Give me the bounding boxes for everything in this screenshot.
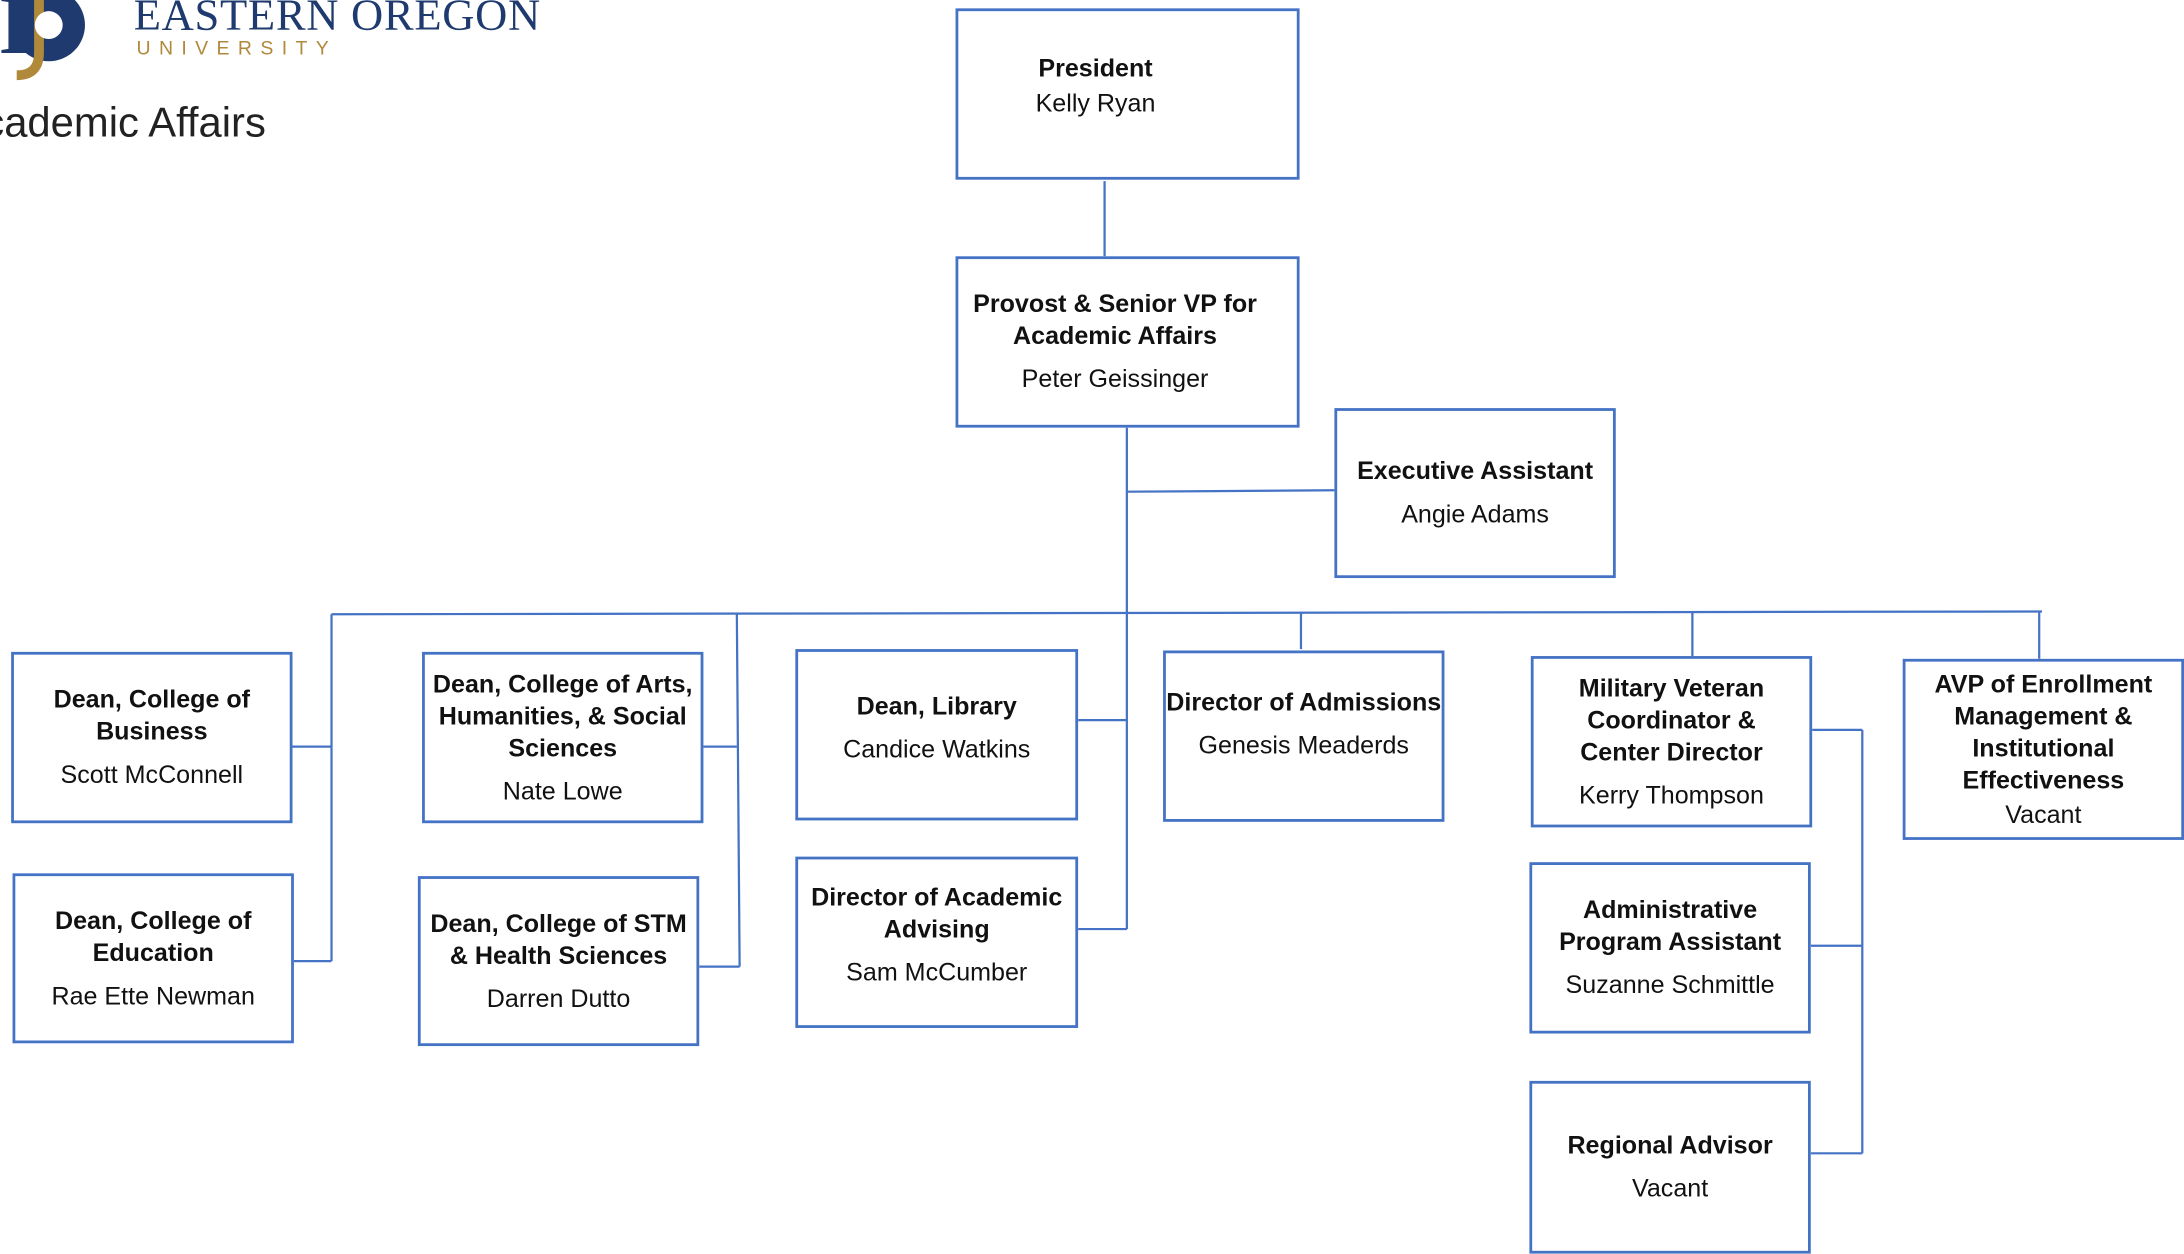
role-dean-library: Dean, Library bbox=[856, 691, 1017, 720]
name-dean-stm: Darren Dutto bbox=[486, 984, 631, 1012]
name-administrative-program-assistant: Suzanne Schmittle bbox=[1565, 970, 1775, 999]
role-dean-education: Dean, College of Education bbox=[54, 906, 252, 966]
box-military-veteran-coordinator: Military Veteran Coordinator & Center Di… bbox=[1530, 656, 1813, 828]
box-dean-education: Dean, College of Education Rae Ette Newm… bbox=[12, 873, 294, 1044]
role-director-admissions: Director of Admissions bbox=[1166, 687, 1442, 716]
name-dean-ahss: Nate Lowe bbox=[502, 776, 623, 805]
role-administrative-program-assistant: Administrative Program Assistant bbox=[1559, 895, 1782, 956]
box-provost: Provost & Senior VP for Academic Affairs… bbox=[955, 256, 1300, 428]
role-provost: Provost & Senior VP for Academic Affairs bbox=[973, 289, 1257, 350]
name-avp-enrollment: Vacant bbox=[2005, 800, 2082, 829]
name-director-academic-advising: Sam McCumber bbox=[846, 958, 1028, 987]
name-regional-advisor: Vacant bbox=[1631, 1174, 1709, 1203]
name-provost: Peter Geissinger bbox=[1021, 364, 1209, 393]
department-title: Academic Affairs bbox=[0, 100, 266, 147]
role-avp-enrollment: AVP of Enrollment Management & Instituti… bbox=[1934, 669, 2153, 794]
name-executive-assistant: Angie Adams bbox=[1401, 500, 1549, 528]
name-military-veteran-coordinator: Kerry Thompson bbox=[1579, 780, 1764, 809]
name-dean-education: Rae Ette Newman bbox=[51, 981, 255, 1010]
box-dean-library: Dean, Library Candice Watkins bbox=[795, 649, 1079, 821]
name-dean-business: Scott McConnell bbox=[60, 760, 244, 789]
role-dean-business: Dean, College of Business bbox=[53, 685, 251, 746]
name-president: Kelly Ryan bbox=[1035, 89, 1156, 118]
eou-logo-mark: E bbox=[0, 0, 85, 81]
role-regional-advisor: Regional Advisor bbox=[1567, 1131, 1773, 1159]
role-president: President bbox=[1038, 54, 1153, 83]
role-dean-ahss: Dean, College of Arts, Humanities, & Soc… bbox=[432, 669, 693, 762]
box-director-admissions: Director of Admissions Genesis Meaderds bbox=[1163, 650, 1445, 822]
box-dean-stm: Dean, College of STM & Health Sciences D… bbox=[417, 876, 700, 1047]
name-dean-library: Candice Watkins bbox=[843, 734, 1031, 763]
box-executive-assistant: Executive Assistant Angie Adams bbox=[1334, 408, 1616, 579]
role-military-veteran-coordinator: Military Veteran Coordinator & Center Di… bbox=[1578, 673, 1765, 766]
box-dean-ahss: Dean, College of Arts, Humanities, & Soc… bbox=[422, 651, 704, 824]
role-executive-assistant: Executive Assistant bbox=[1357, 456, 1594, 485]
box-administrative-program-assistant: Administrative Program Assistant Suzanne… bbox=[1529, 862, 1811, 1034]
box-regional-advisor: Regional Advisor Vacant bbox=[1529, 1080, 1811, 1254]
logo-name: EASTERN OREGON bbox=[133, 0, 541, 40]
box-avp-enrollment: AVP of Enrollment Management & Instituti… bbox=[1902, 658, 2184, 840]
box-director-academic-advising: Director of Academic Advising Sam McCumb… bbox=[795, 856, 1079, 1028]
name-director-admissions: Genesis Meaderds bbox=[1198, 730, 1409, 759]
role-director-academic-advising: Director of Academic Advising bbox=[811, 883, 1063, 943]
role-dean-stm: Dean, College of STM & Health Sciences bbox=[430, 908, 687, 969]
logo-subtitle: UNIVERSITY bbox=[136, 36, 338, 59]
box-president: President Kelly Ryan bbox=[955, 8, 1300, 180]
box-dean-business: Dean, College of Business Scott McConnel… bbox=[11, 651, 293, 824]
